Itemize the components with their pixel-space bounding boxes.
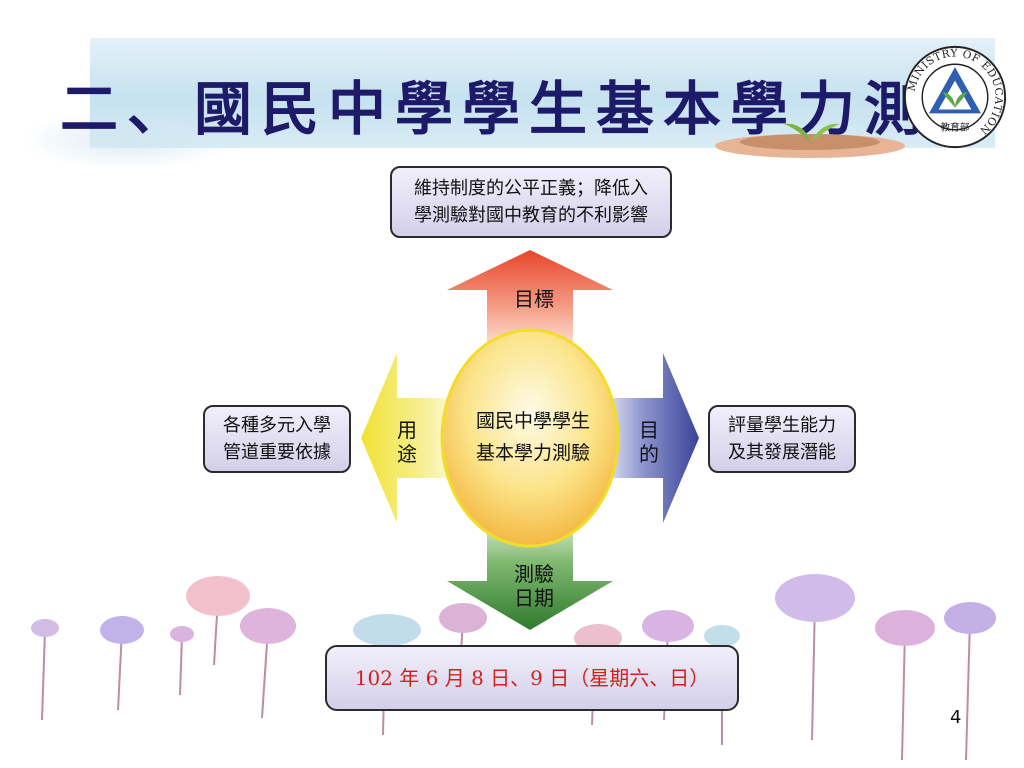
arrow-left-label-char-1: 用	[397, 418, 417, 442]
banner-cloud	[20, 110, 240, 170]
arrow-left-label: 用 途	[392, 418, 422, 466]
flower-decoration	[31, 574, 996, 761]
hand-plant-graphic	[715, 123, 905, 158]
exam-date-box: 102 年 6 月 8 日、9 日（星期六、日）	[325, 645, 739, 711]
arrow-down-label: 測驗 日期	[504, 562, 564, 610]
purpose-line-1: 評量學生能力	[728, 415, 836, 436]
four-arrow-diagram	[361, 250, 699, 630]
center-label-line-2: 基本學力測驗	[475, 442, 590, 464]
arrow-right	[605, 353, 699, 523]
goal-line-1: 維持制度的公平正義；降低入	[414, 178, 648, 199]
arrow-right-label: 目 的	[634, 418, 664, 466]
arrow-left-label-char-2: 途	[397, 442, 417, 466]
arrow-down-label-line-2: 日期	[514, 586, 554, 610]
purpose-line-2: 及其發展潛能	[728, 442, 836, 463]
purpose-description-box: 評量學生能力 及其發展潛能	[708, 405, 856, 473]
arrow-down	[447, 518, 613, 630]
goal-line-2: 學測驗對國中教育的不利影響	[414, 205, 648, 226]
seal-inner-text: 教育部	[941, 122, 970, 134]
center-label: 國民中學學生 基本學力測驗	[448, 405, 618, 469]
arrow-up-label: 目標	[514, 287, 554, 311]
arrow-right-label-char-1: 目	[639, 418, 659, 442]
goal-description-box: 維持制度的公平正義；降低入 學測驗對國中教育的不利影響	[390, 166, 672, 238]
usage-line-2: 管道重要依據	[223, 442, 331, 463]
slide-title: 二、國民中學學生基本學力測驗	[60, 75, 999, 143]
ministry-seal-logo: MINISTRY OF EDUCATION 教育部	[903, 45, 1007, 149]
usage-description-box: 各種多元入學 管道重要依據	[203, 405, 351, 473]
usage-line-1: 各種多元入學	[223, 415, 331, 436]
page-number: 4	[950, 707, 962, 728]
arrow-down-label-line-1: 測驗	[514, 562, 554, 586]
arrow-up	[447, 250, 613, 348]
title-banner	[90, 38, 995, 148]
center-circle	[440, 328, 620, 548]
center-label-line-1: 國民中學學生	[475, 410, 590, 432]
arrow-left	[361, 353, 455, 523]
arrow-right-label-char-2: 的	[639, 442, 659, 466]
